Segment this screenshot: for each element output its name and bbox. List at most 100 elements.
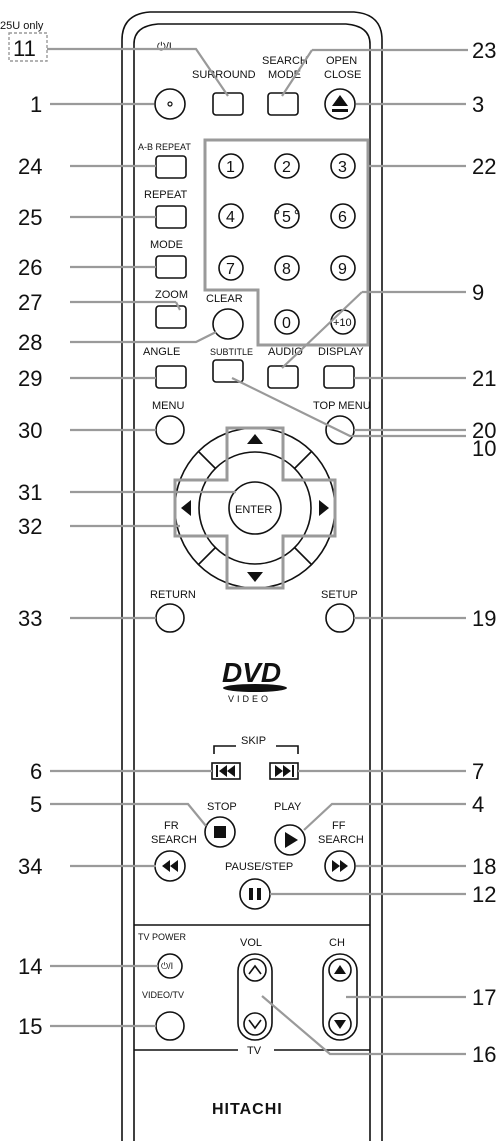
open-close-label-1: OPEN [326, 55, 357, 67]
callout-5: 5 [30, 792, 42, 817]
ch-up-icon [334, 965, 346, 974]
search-mode-label-1: SEARCH [262, 55, 308, 67]
digit-5-label: 5 [282, 209, 291, 226]
vol-down-button[interactable] [243, 1012, 267, 1036]
display-button[interactable] [323, 365, 355, 389]
leader-23 [281, 49, 313, 97]
leader-27b [175, 301, 181, 311]
tv-power-label: TV POWER [138, 932, 187, 942]
setup-label: SETUP [321, 589, 358, 601]
digit-0-button[interactable] [274, 309, 300, 335]
callout-10: 10 [472, 436, 496, 461]
tv-power-icon: ⏻/I [161, 961, 173, 971]
callout-11: 11 [13, 36, 36, 61]
zoom-label: ZOOM [155, 289, 188, 301]
mode-button[interactable] [155, 255, 187, 279]
digit-7-label: 7 [226, 261, 235, 278]
remote-body-outline [121, 11, 383, 1141]
digit-5-tactile-dot-left [274, 209, 280, 215]
setup-button[interactable] [325, 603, 355, 633]
nav-diagonal-ne [293, 450, 313, 470]
fr-search-label-1: FR [164, 820, 179, 832]
vol-up-icon [248, 964, 262, 975]
power-button[interactable] [154, 88, 186, 120]
digit-5-tactile-dot-right [294, 209, 300, 215]
callout-17: 17 [472, 985, 496, 1010]
vol-down-icon [248, 1019, 262, 1030]
digit-3-button[interactable] [330, 153, 356, 179]
leader-10 [231, 377, 466, 438]
callout-34: 34 [18, 854, 42, 879]
digit-5-button[interactable] [274, 203, 300, 229]
model-note-box [8, 32, 48, 62]
angle-label: ANGLE [143, 346, 180, 358]
clear-button[interactable] [212, 308, 244, 340]
audio-button[interactable] [267, 365, 299, 389]
digit-9-label: 9 [338, 261, 347, 278]
tv-section-frame [134, 924, 370, 1051]
dvd-video-label: VIDEO [228, 694, 271, 704]
subtitle-button[interactable] [212, 359, 244, 383]
play-label: PLAY [274, 801, 302, 813]
callout-25: 25 [18, 205, 42, 230]
ab-repeat-button[interactable] [155, 155, 187, 179]
leader-16 [261, 995, 466, 1056]
dvd-logo: DVD [222, 657, 281, 688]
return-label: RETURN [150, 589, 196, 601]
callout-24: 24 [18, 154, 42, 179]
digit-1-button[interactable] [218, 153, 244, 179]
return-button[interactable] [155, 603, 185, 633]
callout-20: 20 [472, 418, 496, 443]
callout-28: 28 [18, 330, 42, 355]
digit-9-button[interactable] [330, 255, 356, 281]
skip-bracket [213, 745, 299, 754]
video-tv-button[interactable] [155, 1011, 185, 1041]
skip-label: SKIP [241, 735, 266, 747]
digit-2-button[interactable] [274, 153, 300, 179]
callout-9: 9 [472, 280, 484, 305]
nav-diagonal-se [293, 546, 313, 566]
callout-7: 7 [472, 759, 484, 784]
enter-button[interactable] [228, 481, 282, 535]
digit-6-button[interactable] [330, 203, 356, 229]
nav-left-icon[interactable] [181, 500, 191, 516]
keypad-frame [203, 138, 370, 347]
nav-up-icon[interactable] [247, 434, 263, 444]
nav-right-icon[interactable] [319, 500, 329, 516]
digit-1-label: 1 [226, 159, 235, 176]
fast-forward-icon [332, 860, 348, 872]
angle-button[interactable] [155, 365, 187, 389]
callout-16: 16 [472, 1042, 496, 1067]
ch-down-icon [334, 1020, 346, 1029]
stop-label: STOP [207, 801, 237, 813]
digit-8-button[interactable] [274, 255, 300, 281]
digit-7-button[interactable] [218, 255, 244, 281]
nav-ring-inner [198, 451, 312, 565]
surround-button[interactable] [212, 92, 244, 116]
vol-up-button[interactable] [243, 958, 267, 982]
repeat-button[interactable] [155, 205, 187, 229]
menu-button[interactable] [155, 415, 185, 445]
callout-33: 33 [18, 606, 42, 631]
digit-4-button[interactable] [218, 203, 244, 229]
ab-repeat-label: A-B REPEAT [138, 142, 191, 152]
nav-diagonal-nw [197, 450, 217, 470]
pause-icon [249, 888, 261, 900]
fr-search-label-2: SEARCH [151, 834, 197, 846]
callout-22: 22 [472, 154, 496, 179]
digit-0-label: 0 [282, 315, 291, 332]
play-icon [285, 832, 298, 848]
pause-step-label: PAUSE/STEP [225, 861, 293, 873]
power-label: ⏻/I [157, 41, 172, 53]
nav-down-icon[interactable] [247, 572, 263, 582]
callout-18: 18 [472, 854, 496, 879]
callout-19: 19 [472, 606, 496, 631]
leader-11 [47, 47, 229, 97]
subtitle-label: SUBTITLE [210, 347, 253, 357]
pause-step-button[interactable] [239, 878, 271, 910]
zoom-button[interactable] [155, 305, 187, 329]
skip-forward-icon [275, 765, 294, 777]
ff-search-label-2: SEARCH [318, 834, 364, 846]
rewind-icon [162, 860, 178, 872]
